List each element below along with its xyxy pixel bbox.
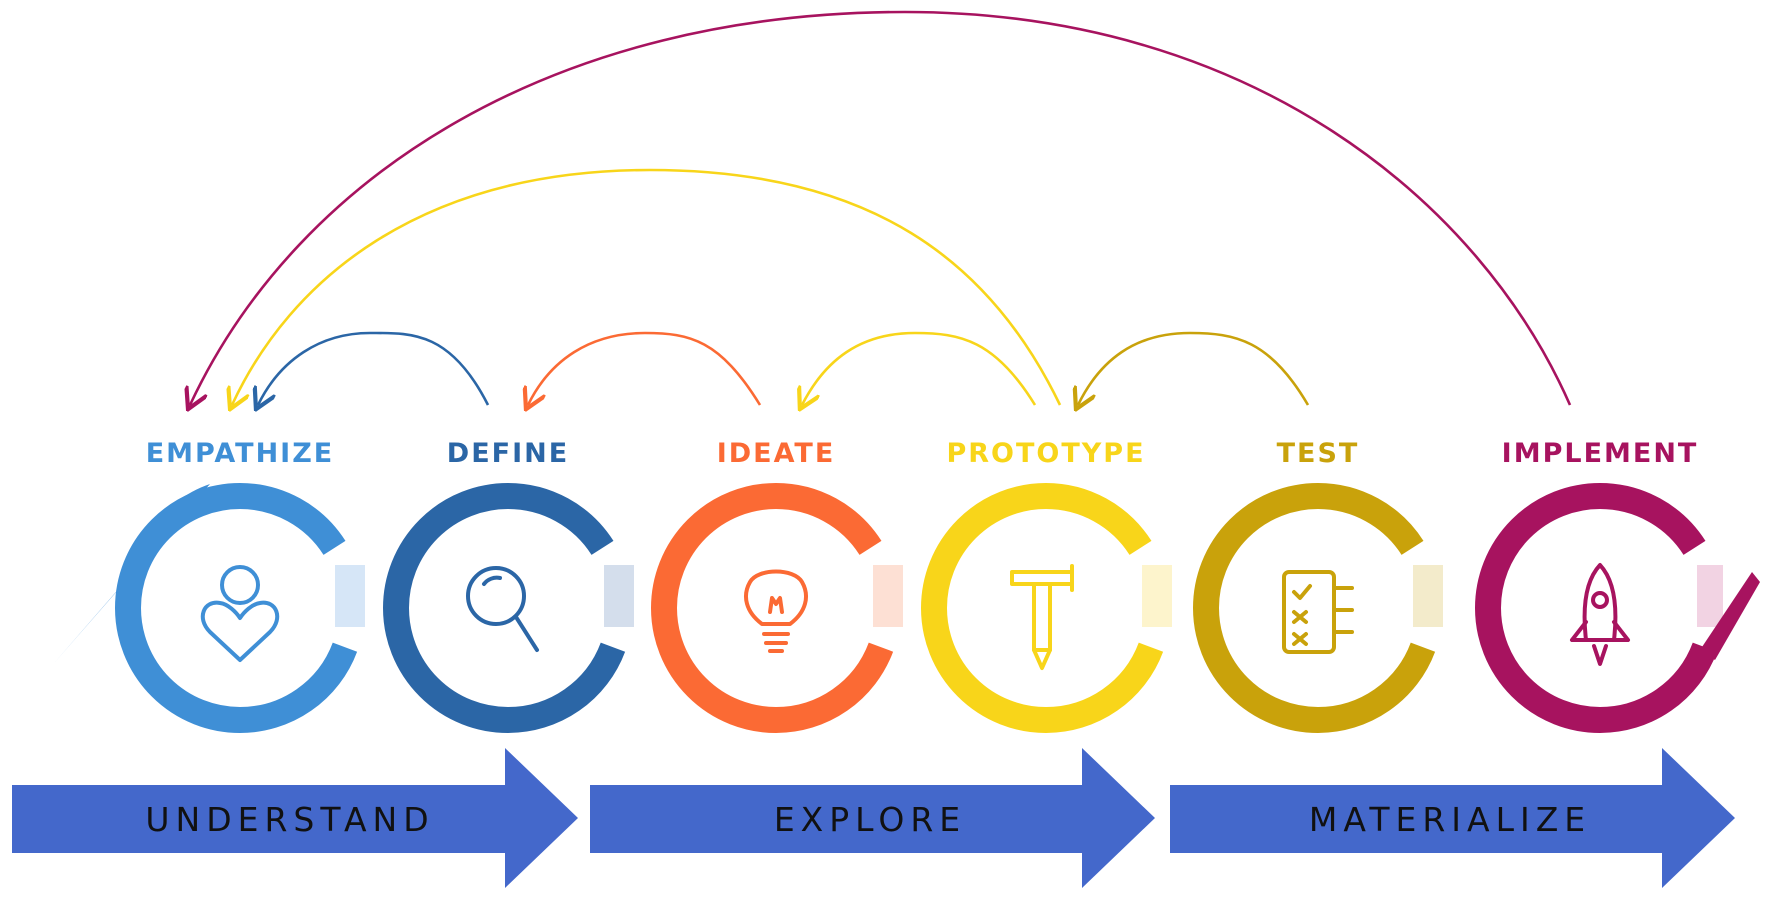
stage-label-empathize: EMPATHIZE — [146, 438, 335, 469]
stage-ring-prototype — [921, 483, 1172, 733]
loop-test-to-prototype — [1078, 331, 1310, 405]
person-heart-icon — [200, 565, 280, 662]
stage-ring-implement — [1475, 483, 1760, 733]
stage-label-ideate: IDEATE — [717, 438, 836, 469]
feedback-loops — [190, 10, 1572, 405]
stage-label-test: TEST — [1277, 438, 1360, 469]
stage-label-define: DEFINE — [447, 438, 569, 469]
stage-label-prototype: PROTOTYPE — [946, 438, 1145, 469]
phase-label-materialize: MATERIALIZE — [1309, 800, 1591, 839]
loop-prototype-to-empathize — [232, 168, 1062, 405]
magnifier-icon — [466, 566, 539, 652]
loop-implement-to-empathize — [190, 10, 1572, 405]
stage-ring-define — [383, 483, 634, 733]
loop-ideate-to-define — [528, 331, 762, 405]
stage-labels: EMPATHIZE DEFINE IDEATE PROTOTYPE TEST I… — [146, 438, 1699, 469]
phase-arrow-materialize: MATERIALIZE — [1170, 748, 1735, 888]
phase-label-explore: EXPLORE — [774, 800, 966, 839]
phase-label-understand: UNDERSTAND — [145, 800, 434, 839]
phase-arrow-understand: UNDERSTAND — [12, 748, 578, 888]
stage-ring-ideate — [651, 483, 903, 733]
stage-icons — [200, 563, 1630, 670]
lightbulb-icon — [744, 569, 808, 653]
rocket-icon — [1570, 563, 1630, 666]
hammer-pencil-icon — [1010, 564, 1074, 670]
checklist-icon — [1282, 570, 1354, 654]
stage-rings — [55, 483, 1760, 733]
loop-prototype-to-ideate — [802, 331, 1037, 405]
stage-ring-test — [1193, 483, 1443, 733]
phase-arrows: UNDERSTAND EXPLORE MATERIALIZE — [12, 748, 1735, 888]
loop-define-to-empathize — [258, 331, 490, 405]
phase-arrow-explore: EXPLORE — [590, 748, 1155, 888]
stage-label-implement: IMPLEMENT — [1502, 438, 1699, 469]
stage-ring-empathize — [55, 483, 365, 733]
